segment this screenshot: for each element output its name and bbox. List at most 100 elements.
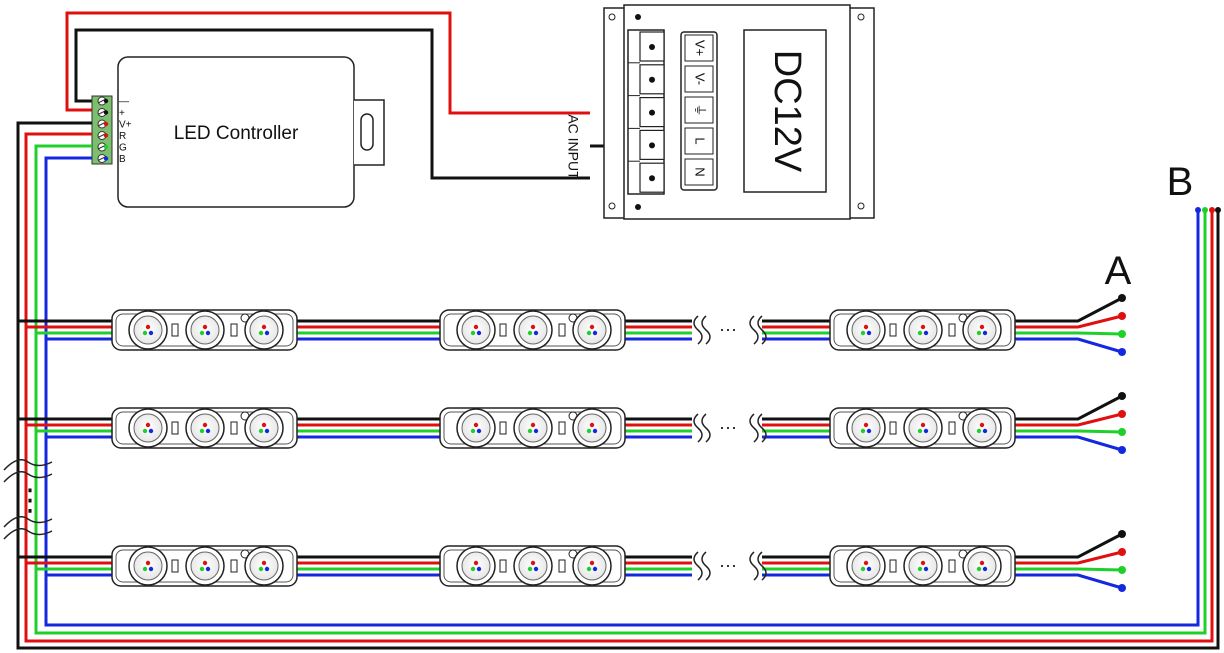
module-connector xyxy=(171,323,179,337)
led-blue-die xyxy=(205,566,211,572)
led-red-die xyxy=(589,422,595,428)
led-lens xyxy=(133,413,163,443)
led-lens xyxy=(461,551,491,581)
break-mark xyxy=(3,528,53,540)
terminal-wire-dot xyxy=(103,144,109,150)
break-mark xyxy=(693,315,703,345)
module-connector xyxy=(558,421,566,435)
break-mark xyxy=(757,315,767,345)
controller-mount-slot xyxy=(360,113,374,151)
break-mark xyxy=(3,516,53,528)
led-blue-die xyxy=(264,566,270,572)
led-green-die xyxy=(917,566,923,572)
point-b-terminal xyxy=(1215,207,1221,213)
led-red-die xyxy=(473,560,479,566)
psu-terminal-screw xyxy=(649,76,655,83)
module-connector xyxy=(558,559,566,573)
led-green-die xyxy=(527,330,533,336)
terminal-wire-dot xyxy=(103,121,109,127)
led-blue-die xyxy=(148,566,154,572)
led-blue-die xyxy=(592,330,598,336)
led-lens xyxy=(967,413,997,443)
point-a-label: A xyxy=(1105,249,1132,293)
chain-ellipsis: ··· xyxy=(719,555,737,575)
bus-wire-blue xyxy=(44,156,1200,627)
point-a-terminal xyxy=(1118,584,1126,592)
led-blue-die xyxy=(982,566,988,572)
bus-wire-green xyxy=(34,144,1207,635)
psu-terminal-label-box xyxy=(684,34,714,62)
led-blue-die xyxy=(533,428,539,434)
ac-input-label: AC INPUT xyxy=(565,114,581,180)
lead-wire xyxy=(1015,573,1123,590)
led-red-die xyxy=(145,422,151,428)
psu-corner-screw xyxy=(635,14,641,20)
break-mark xyxy=(701,315,711,345)
point-a-terminal xyxy=(1118,446,1126,454)
psu-corner-screw xyxy=(635,204,641,210)
module-connector xyxy=(889,421,897,435)
terminal-wire-dot xyxy=(103,98,109,104)
led-red-die xyxy=(473,422,479,428)
led-lens xyxy=(851,315,881,345)
led-red-die xyxy=(979,560,985,566)
psu-mount-hole xyxy=(857,13,865,21)
psu-mount-hole xyxy=(857,202,865,210)
lead-wire xyxy=(1015,550,1123,565)
psu-terminals xyxy=(628,29,665,193)
point-b-terminal xyxy=(1202,207,1208,213)
break-mark xyxy=(701,551,711,581)
psu-terminal-label: L xyxy=(693,137,708,144)
module-connector xyxy=(889,559,897,573)
led-lens xyxy=(461,315,491,345)
led-red-die xyxy=(863,422,869,428)
led-lens xyxy=(577,413,607,443)
led-lens xyxy=(249,551,279,581)
module-connector xyxy=(499,559,507,573)
led-red-die xyxy=(261,560,267,566)
led-green-die xyxy=(976,330,982,336)
led-blue-die xyxy=(866,330,872,336)
point-a-terminal xyxy=(1118,348,1126,356)
led-blue-die xyxy=(205,428,211,434)
led-lens xyxy=(577,315,607,345)
led-lens xyxy=(908,315,938,345)
lead-wire xyxy=(1015,429,1123,434)
led-red-die xyxy=(589,324,595,330)
break-mark xyxy=(757,413,767,443)
led-controller: LED Controller —+V+RGB xyxy=(91,56,385,208)
point-a-terminal xyxy=(1118,530,1126,538)
lead-wire xyxy=(1015,331,1123,336)
led-green-die xyxy=(142,566,148,572)
point-a-terminal xyxy=(1118,330,1126,338)
chain-ellipsis: ··· xyxy=(719,319,737,339)
lead-wire xyxy=(1015,412,1123,427)
psu-mount-hole xyxy=(608,202,616,210)
led-green-die xyxy=(917,428,923,434)
led-blue-die xyxy=(592,566,598,572)
output-wire-harness xyxy=(16,121,1221,650)
module-connector xyxy=(171,559,179,573)
psu-terminal-screw xyxy=(649,44,655,50)
led-lens xyxy=(249,315,279,345)
module-connector xyxy=(948,559,956,573)
led-green-die xyxy=(860,428,866,434)
psu-terminal-labels: V+V-⏚LN xyxy=(684,34,714,186)
led-lens xyxy=(851,551,881,581)
led-lens xyxy=(133,551,163,581)
led-blue-die xyxy=(148,428,154,434)
led-chain-row: ··· xyxy=(18,294,1126,356)
led-red-die xyxy=(530,422,536,428)
led-blue-die xyxy=(476,566,482,572)
led-blue-die xyxy=(476,428,482,434)
module-connector xyxy=(230,559,238,573)
psu-terminal-label: V- xyxy=(693,73,708,85)
point-a-terminal xyxy=(1118,428,1126,436)
lead-wire xyxy=(1015,314,1123,329)
led-module-chains: ········· xyxy=(18,294,1126,592)
led-red-die xyxy=(261,324,267,330)
psu-rating-panel xyxy=(743,29,827,193)
led-red-die xyxy=(863,560,869,566)
led-red-die xyxy=(920,560,926,566)
